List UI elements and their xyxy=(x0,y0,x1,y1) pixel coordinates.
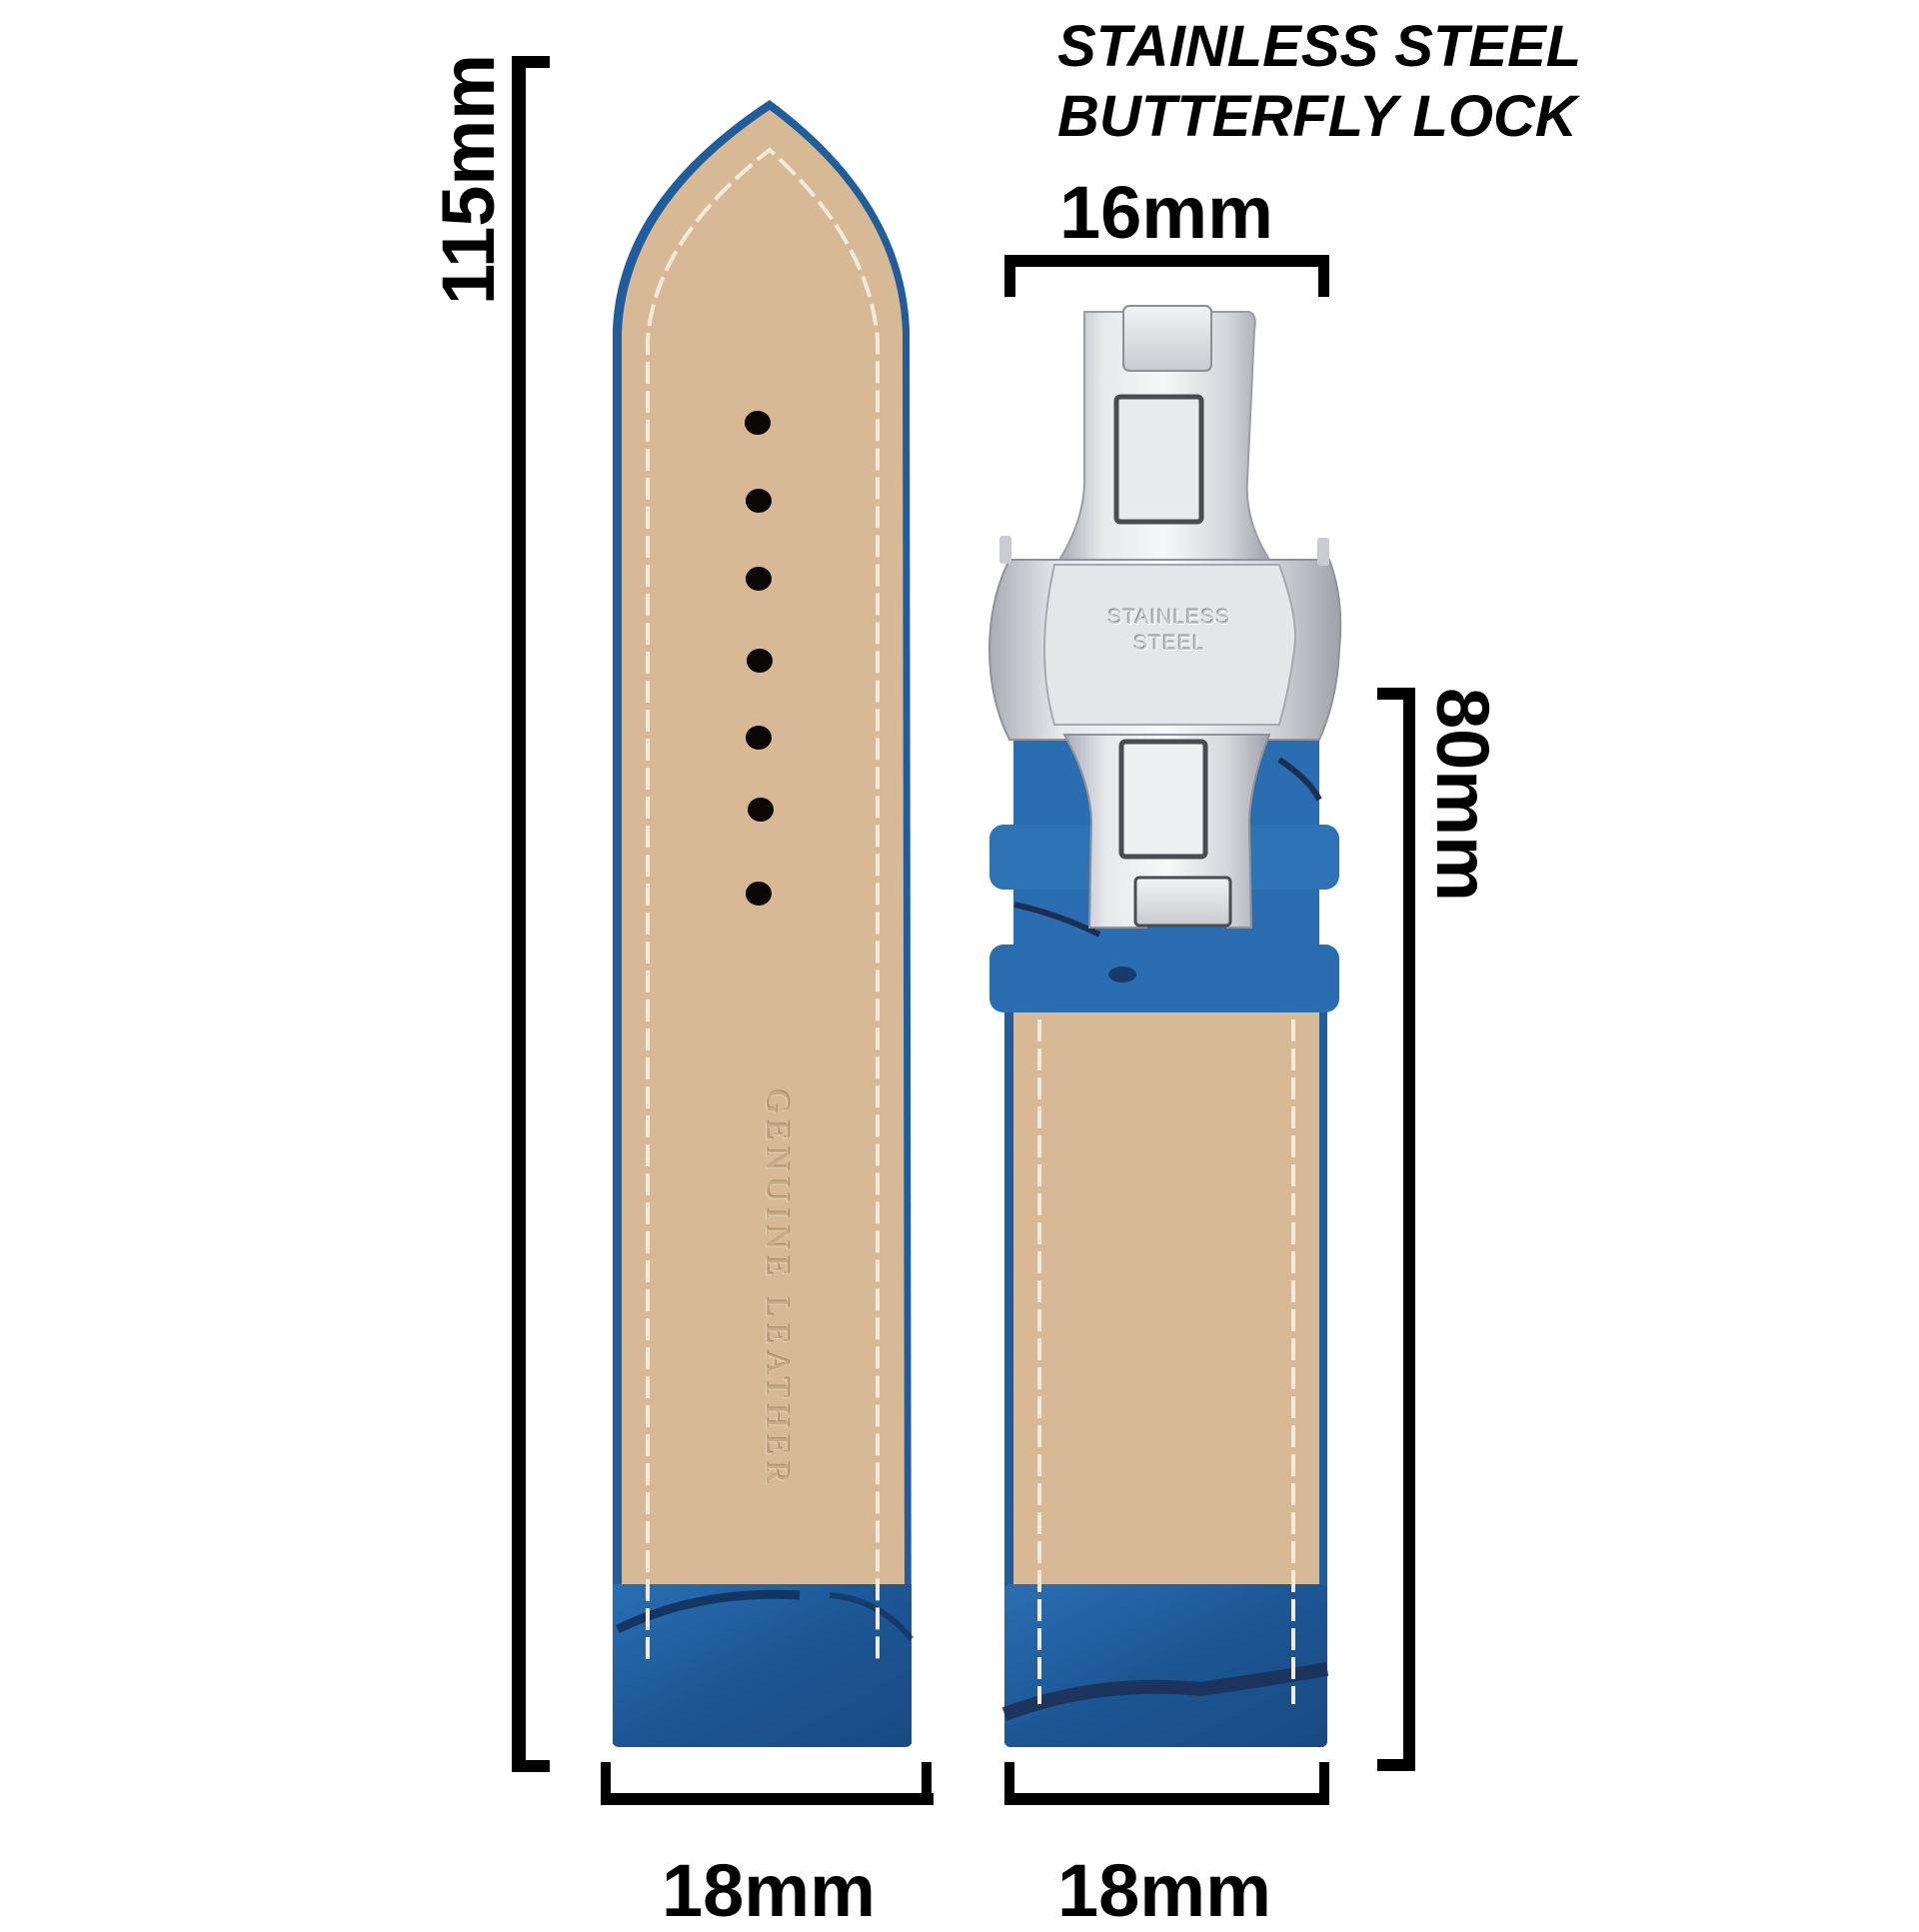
genuine-leather-emboss: GENUINE LEATHER xyxy=(759,1089,796,1490)
strap-hole xyxy=(746,489,772,513)
product-title-line2: BUTTERFLY LOCK xyxy=(1057,84,1577,149)
width-label-16mm: 16mm xyxy=(1059,171,1273,254)
clasp-engraving: STAINLESS STEEL xyxy=(1099,605,1239,657)
width-label-18mm-left: 18mm xyxy=(662,1849,876,1932)
strap-hole xyxy=(746,567,772,591)
strap-hole xyxy=(748,798,774,822)
butterfly-clasp xyxy=(987,305,1342,929)
product-title-line1: STAINLESS STEEL xyxy=(1057,14,1582,79)
strap-hole xyxy=(746,726,772,750)
clasp-engraving-line2: STEEL xyxy=(1133,632,1205,655)
clasp-engraving-line1: STAINLESS xyxy=(1107,606,1231,629)
strap-hole xyxy=(745,411,771,435)
width-label-18mm-right: 18mm xyxy=(1057,1849,1271,1932)
strap-hole xyxy=(746,882,772,906)
tail-strap xyxy=(613,100,915,1747)
strap-hole xyxy=(747,649,773,673)
